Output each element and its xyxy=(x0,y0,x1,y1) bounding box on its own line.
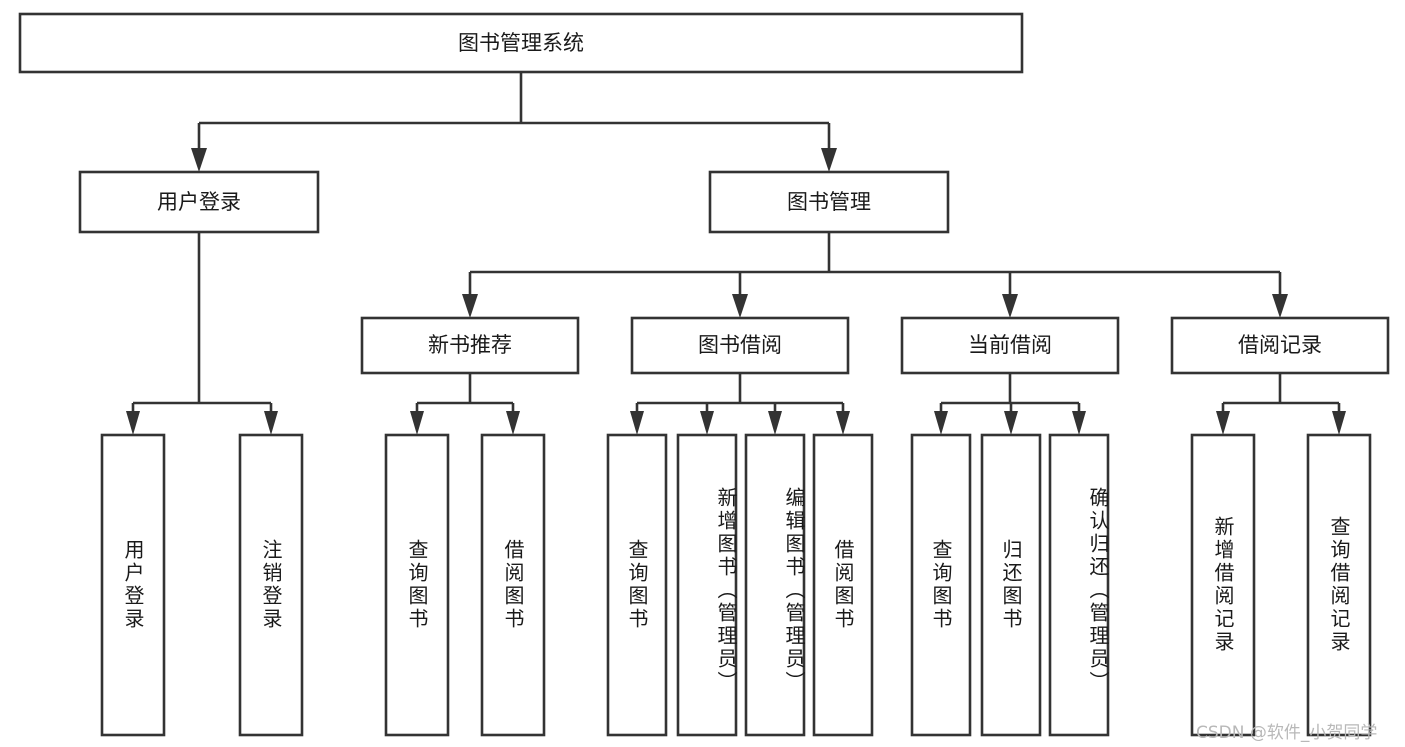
node-leaf-add-book-box[interactable] xyxy=(676,433,738,737)
node-leaf-query-book-2-box[interactable] xyxy=(606,433,668,737)
node-book-borrow-box[interactable] xyxy=(630,316,850,375)
node-root-box[interactable] xyxy=(18,12,1024,74)
arrowhead-leaf-query-book-1 xyxy=(410,411,424,435)
node-book-borrow-label: 图书借阅 xyxy=(698,333,782,357)
node-leaf-query-book-1-box[interactable] xyxy=(384,433,450,737)
node-new-book-rec[interactable]: 新书推荐 xyxy=(360,316,580,375)
arrowhead-leaf-user-login xyxy=(126,411,140,435)
arrowhead-book-manage xyxy=(821,148,837,172)
arrowhead-borrow-record xyxy=(1272,294,1288,318)
node-leaf-logout-box[interactable] xyxy=(238,433,304,737)
arrowhead-leaf-logout xyxy=(264,411,278,435)
node-leaf-borrow-book-1-box[interactable] xyxy=(480,433,546,737)
node-book-manage-box[interactable] xyxy=(708,170,950,234)
edges-group xyxy=(126,72,1346,435)
node-borrow-record-label: 借阅记录 xyxy=(1238,333,1322,357)
leaf-boxes-group xyxy=(100,433,1372,737)
node-leaf-edit-book-box[interactable] xyxy=(744,433,806,737)
arrowhead-book-borrow xyxy=(732,294,748,318)
arrowhead-leaf-query-record xyxy=(1332,411,1346,435)
node-user-login-box[interactable] xyxy=(78,170,320,234)
node-current-borrow[interactable]: 当前借阅 xyxy=(900,316,1120,375)
node-leaf-query-book-3-box[interactable] xyxy=(910,433,972,737)
node-current-borrow-label: 当前借阅 xyxy=(968,333,1052,357)
node-leaf-add-record-box[interactable] xyxy=(1190,433,1256,737)
node-leaf-user-login-box[interactable] xyxy=(100,433,166,737)
node-book-manage[interactable]: 图书管理 xyxy=(708,170,950,234)
node-root-label: 图书管理系统 xyxy=(458,31,584,55)
node-new-book-rec-label: 新书推荐 xyxy=(428,333,512,357)
arrowhead-leaf-return-book xyxy=(1004,411,1018,435)
node-root[interactable]: 图书管理系统 xyxy=(18,12,1024,74)
node-borrow-record-box[interactable] xyxy=(1170,316,1390,375)
node-book-borrow[interactable]: 图书借阅 xyxy=(630,316,850,375)
arrowhead-leaf-query-book-3 xyxy=(934,411,948,435)
arrowhead-leaf-borrow-book-2 xyxy=(836,411,850,435)
arrowhead-new-book-rec xyxy=(462,294,478,318)
arrowhead-current-borrow xyxy=(1002,294,1018,318)
node-current-borrow-box[interactable] xyxy=(900,316,1120,375)
node-book-manage-label: 图书管理 xyxy=(787,190,871,214)
arrowhead-user-login xyxy=(191,148,207,172)
arrowhead-leaf-add-record xyxy=(1216,411,1230,435)
node-leaf-borrow-book-2-box[interactable] xyxy=(812,433,874,737)
arrowhead-leaf-query-book-2 xyxy=(630,411,644,435)
arrowhead-leaf-add-book xyxy=(700,411,714,435)
node-user-login-label: 用户登录 xyxy=(157,190,241,214)
arrowhead-leaf-confirm-return xyxy=(1072,411,1086,435)
csdn-watermark: CSDN @软件_小贺同学 xyxy=(1196,723,1378,743)
node-borrow-record[interactable]: 借阅记录 xyxy=(1170,316,1390,375)
arrowhead-leaf-edit-book xyxy=(768,411,782,435)
node-leaf-return-book-box[interactable] xyxy=(980,433,1042,737)
arrowhead-leaf-borrow-book-1 xyxy=(506,411,520,435)
node-leaf-confirm-return-box[interactable] xyxy=(1048,433,1110,737)
node-user-login[interactable]: 用户登录 xyxy=(78,170,320,234)
node-new-book-rec-box[interactable] xyxy=(360,316,580,375)
node-leaf-query-record-box[interactable] xyxy=(1306,433,1372,737)
